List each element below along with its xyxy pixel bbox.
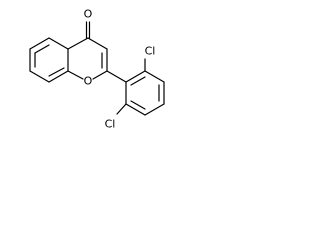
double-bond-inner: [48, 67, 65, 77]
ring-oxygen-label: O: [84, 75, 93, 88]
bond: [87, 37, 108, 50]
bond: [48, 70, 69, 83]
double-bond-inner: [34, 44, 50, 54]
aryl-link-bond: [106, 70, 127, 83]
chlorine-bottom-label: Cl: [105, 118, 116, 131]
dichlorophenyl-ring: [116, 58, 165, 116]
bond: [92, 70, 108, 80]
benzo-ring: [29, 37, 69, 83]
bond: [29, 37, 50, 50]
chlorine-top-label: Cl: [145, 45, 156, 58]
chemical-structure-diagram: O O Cl Cl: [29, 8, 165, 131]
double-bond-inner: [130, 76, 146, 86]
bond: [144, 70, 165, 83]
pyranone-ring: [67, 21, 108, 80]
bond: [67, 37, 89, 50]
bond: [48, 37, 69, 50]
bond: [125, 70, 146, 83]
bond: [67, 70, 84, 80]
carbonyl-oxygen-label: O: [84, 8, 93, 21]
bond: [125, 103, 146, 116]
double-bond-inner: [130, 100, 146, 110]
bond: [29, 70, 50, 83]
chlorine-bond: [116, 103, 127, 115]
bond: [144, 103, 165, 116]
